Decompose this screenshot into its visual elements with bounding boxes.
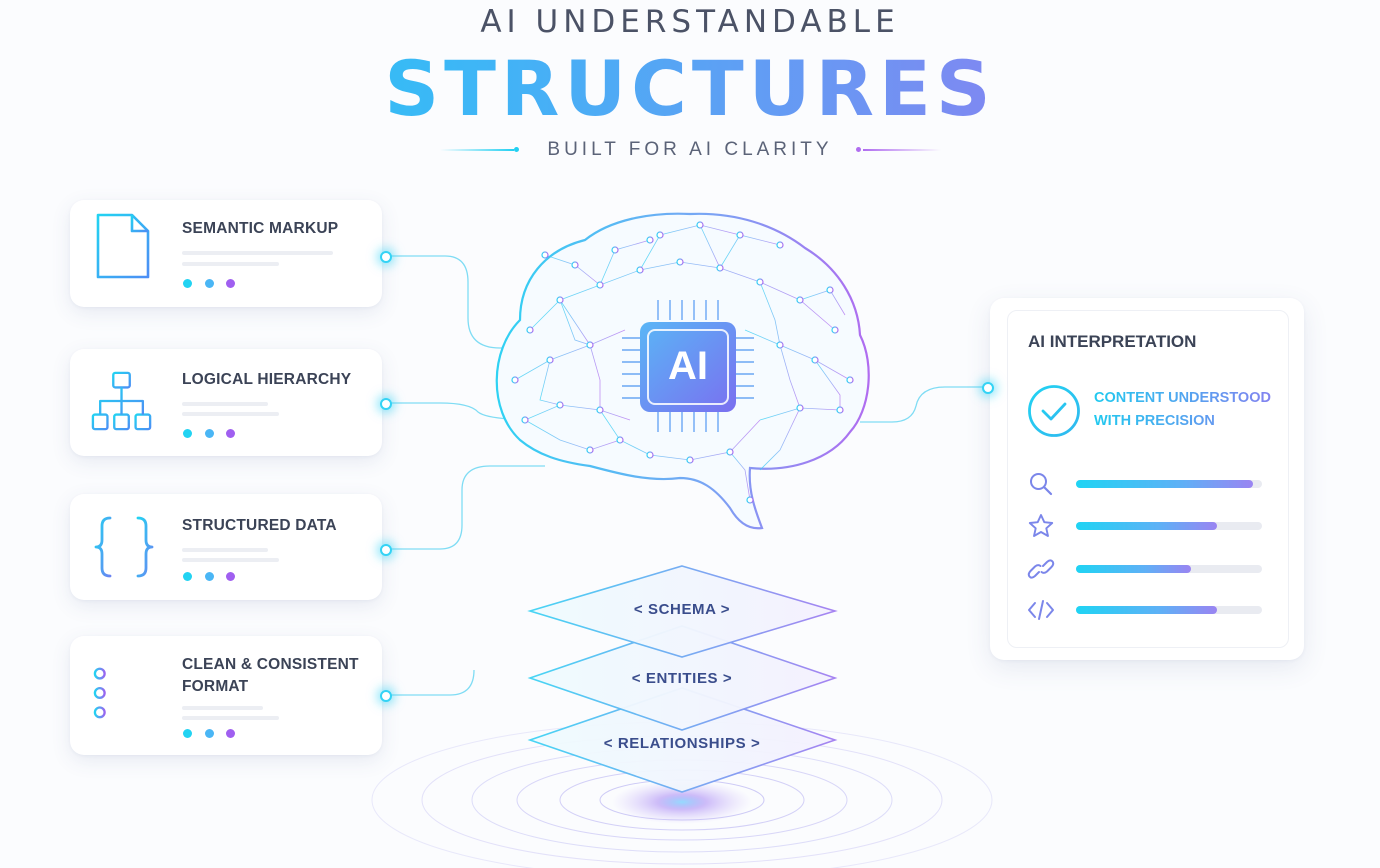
metric-bar-fill [1076,522,1218,530]
indicator-dot [205,279,214,288]
layer-entities: < ENTITIES > [631,670,733,687]
metric-bar-fill [1076,606,1218,614]
data-stream-lines [519,420,821,600]
tagline-rule-left [440,149,514,151]
indicator-dot [205,572,214,581]
ai-chip [622,300,754,432]
indicator-dot [226,429,235,438]
indicator-dot [183,429,192,438]
card-structured-data [70,494,382,600]
metric-bar-link [1076,565,1262,573]
connector-port [380,398,392,410]
card-placeholder-line [182,706,263,710]
bulleted-list-icon [93,667,154,719]
connector-port [380,251,392,263]
panel-status-text: CONTENT UNDERSTOOD WITH PRECISION [1094,387,1284,433]
card-placeholder-line [182,412,279,416]
card-placeholder-line [182,558,279,562]
indicator-dot [226,572,235,581]
tagline-dot-left [514,147,519,152]
card-title-clean-consistent-format: CLEAN & CONSISTENT FORMAT [182,656,359,695]
indicator-dot [226,279,235,288]
document-icon [96,213,150,279]
hierarchy-icon [91,371,152,431]
indicator-dot [183,729,192,738]
metric-bar-search [1076,480,1262,488]
ai-chip-label: AI [668,344,708,388]
card-placeholder-line [182,402,268,406]
card-title-logical-hierarchy: LOGICAL HIERARCHY [182,371,352,388]
metric-bar-fill [1076,480,1253,488]
tagline-dot-right [856,147,861,152]
ripple-glow [612,780,752,824]
indicator-dot [183,279,192,288]
link-icon [1027,559,1055,579]
indicator-dot [205,429,214,438]
indicator-dot [226,729,235,738]
layer-stack [527,565,838,793]
layer-schema: < SCHEMA > [633,601,731,618]
connector-port [380,690,392,702]
card-placeholder-line [182,548,268,552]
indicator-dot [183,572,192,581]
layer-relationships: < RELATIONSHIPS > [603,735,761,752]
eyebrow-title: AI UNDERSTANDABLE [480,4,900,40]
card-placeholder-line [182,251,333,255]
metric-bar-fill [1076,565,1192,573]
search-icon [1030,473,1053,496]
card-placeholder-line [182,716,279,720]
tagline-rule-right [863,149,941,151]
check-circle-icon [1028,385,1080,437]
headline: STRUCTURES [0,44,1380,134]
connector-port [380,544,392,556]
tagline: BUILT FOR AI CLARITY [547,139,833,160]
metric-bar-code [1076,606,1262,614]
code-icon [1028,600,1054,620]
metric-bar-star [1076,522,1262,530]
connector-port [982,382,994,394]
panel-title: AI INTERPRETATION [1028,332,1197,351]
card-title-semantic-markup: SEMANTIC MARKUP [182,220,339,237]
card-placeholder-line [182,262,279,266]
panel-inner-frame [1007,310,1289,648]
card-title-structured-data: STRUCTURED DATA [182,517,337,534]
star-icon [1028,514,1054,537]
ai-chip-body [640,322,736,412]
curly-braces-icon [94,516,154,578]
indicator-dot [205,729,214,738]
ai-interpretation-panel [990,298,1304,660]
